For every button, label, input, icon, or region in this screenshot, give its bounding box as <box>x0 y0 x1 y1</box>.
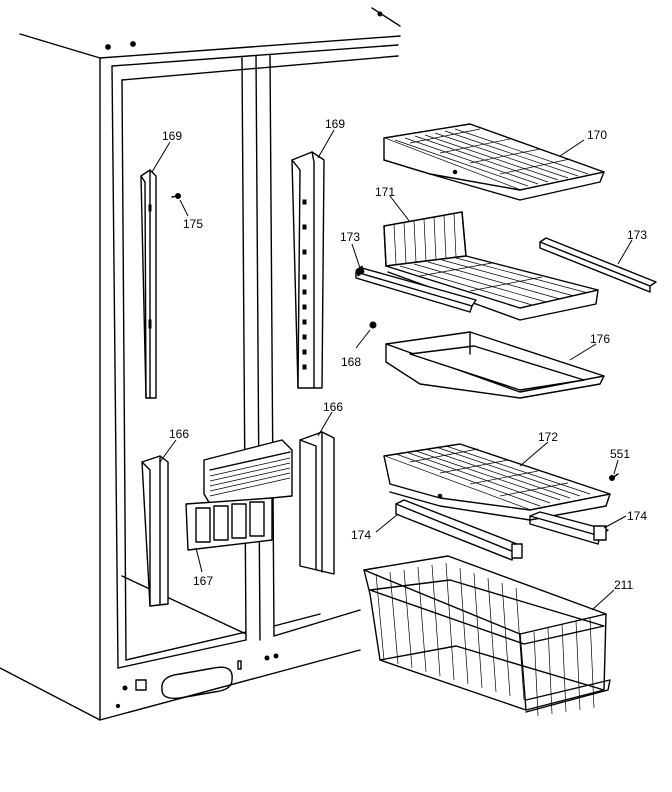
callout-211: 211 <box>614 578 633 592</box>
callout-172: 172 <box>538 430 558 444</box>
freezer-cabinet <box>0 7 401 721</box>
shelf-170 <box>383 123 605 201</box>
panel-166-right <box>299 431 335 575</box>
panel-166-left <box>141 455 169 607</box>
leader-lines <box>151 129 633 611</box>
callout-173-left: 173 <box>340 230 360 244</box>
basket-211 <box>363 555 611 717</box>
callout-171: 171 <box>375 185 395 199</box>
callout-170: 170 <box>587 128 607 142</box>
callout-labels: 169 175 169 170 171 173 173 168 176 166 … <box>162 117 647 592</box>
screw-175 <box>171 193 181 199</box>
callout-169-left: 169 <box>162 129 182 143</box>
frame-176 <box>385 331 605 399</box>
clip-168 <box>369 321 377 329</box>
screw-551 <box>609 473 619 481</box>
callout-168: 168 <box>341 355 361 369</box>
callout-167: 167 <box>193 574 213 588</box>
shelf-172 <box>383 443 611 521</box>
callout-174-left: 174 <box>351 528 371 542</box>
slide-174-right <box>529 511 609 545</box>
rail-169-left <box>140 169 157 399</box>
slide-174-left <box>395 499 523 561</box>
callout-173-right: 173 <box>627 228 647 242</box>
callout-166-right: 166 <box>323 400 343 414</box>
callout-175: 175 <box>183 217 203 231</box>
basket-171 <box>383 211 599 321</box>
callout-551: 551 <box>610 447 630 461</box>
slide-173-right <box>539 237 657 293</box>
vent-167 <box>185 439 293 551</box>
slide-173-left <box>355 265 477 313</box>
callout-169-right: 169 <box>325 117 345 131</box>
callout-166-left: 166 <box>169 427 189 441</box>
rail-169-right <box>291 151 325 389</box>
rail-slots <box>302 199 307 370</box>
callout-176: 176 <box>590 332 610 346</box>
callout-174-right: 174 <box>627 509 647 523</box>
